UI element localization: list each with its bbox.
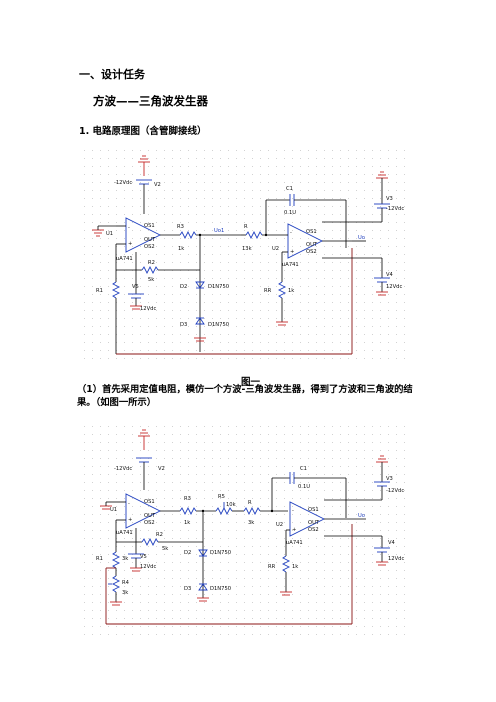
- net-uo: Uo: [358, 235, 365, 241]
- v3-value: -12Vdc: [386, 206, 404, 212]
- svg-text:-: -: [290, 230, 292, 236]
- r4-value: 3k: [122, 590, 128, 596]
- c1-label: C1: [286, 186, 293, 192]
- rr-label: RR: [264, 288, 272, 294]
- r5-value: 10k: [226, 502, 236, 508]
- u1-opamp-symbol-2: [125, 493, 162, 529]
- svg-text:OUT: OUT: [144, 513, 156, 519]
- v2-source-symbol: [136, 155, 152, 214]
- r1-label-2: R1: [96, 556, 103, 562]
- svg-text:OS2: OS2: [306, 249, 317, 255]
- description-paragraph: （1）首先采用定值电阻，模仿一个方波-三角波发生器，得到了方波和三角波的结果。（…: [77, 384, 413, 408]
- circuit-section-title: 1. 电路原理图（含管脚接线）: [79, 126, 207, 137]
- d2-label-2: D2: [184, 550, 191, 556]
- section-heading: 一、设计任务: [79, 68, 145, 81]
- u1-part: uA741: [116, 256, 133, 262]
- svg-text:OS1: OS1: [144, 223, 155, 229]
- r1-value-2: 3k: [122, 556, 128, 562]
- schematic-figure-2: -12Vdc V2 - + U1 uA741 OS1 OUT OS2 R3 1k…: [80, 422, 412, 636]
- r1-label: R1: [96, 288, 103, 294]
- v4-value-2: 12Vdc: [388, 556, 404, 562]
- r-label: R: [244, 224, 248, 230]
- u1-label: U1: [106, 231, 113, 237]
- rr-value-2: 1k: [292, 564, 298, 570]
- v5-value: 12Vdc: [140, 306, 156, 312]
- r3-label: R3: [177, 224, 184, 230]
- d2-value-2: D1N750: [210, 550, 231, 556]
- svg-text:OUT: OUT: [144, 237, 156, 243]
- u2-part-2: uA741: [286, 540, 303, 546]
- svg-text:OS2: OS2: [308, 527, 319, 533]
- r2-value: 5k: [148, 277, 154, 283]
- document-subtitle: 方波——三角波发生器: [93, 94, 208, 108]
- v2-value-2: -12Vdc: [114, 466, 132, 472]
- r3-value: 1k: [178, 246, 184, 252]
- svg-text:-: -: [128, 225, 130, 231]
- r-value-2: 3k: [248, 520, 254, 526]
- d2-value: D1N750: [208, 284, 229, 290]
- svg-text:-: -: [292, 508, 294, 514]
- svg-text:OUT: OUT: [306, 242, 318, 248]
- c1-value-2: 0.1U: [298, 484, 310, 490]
- r3-label-2: R3: [184, 496, 191, 502]
- svg-text:OUT: OUT: [308, 520, 320, 526]
- r2-label: R2: [148, 260, 155, 266]
- u1-part-2: uA741: [116, 530, 133, 536]
- r4-label: R4: [122, 580, 130, 586]
- v3-value-2: -12Vdc: [386, 488, 404, 494]
- svg-text:+: +: [290, 249, 294, 255]
- v5-label: V5: [132, 284, 139, 290]
- v3-label: V3: [386, 196, 393, 202]
- d3-label-2: D3: [184, 586, 191, 592]
- u2-part: uA741: [282, 262, 299, 268]
- v5-label-2: V5: [140, 554, 147, 560]
- rr-value: 1k: [288, 288, 294, 294]
- c1-value: 0.1U: [284, 210, 296, 216]
- r-label-2: R: [248, 500, 252, 506]
- svg-text:OS1: OS1: [306, 229, 317, 235]
- d3-value-2: D1N750: [210, 586, 231, 592]
- figure-caption: 图一: [241, 377, 261, 388]
- r2-value-2: 5k: [162, 546, 168, 552]
- u2-label-2: U2: [276, 522, 283, 528]
- schematic-figure-1: -12Vdc V2 - + U1 uA741 OS1 OUT OS2 R3 1k…: [80, 146, 412, 366]
- svg-text:OS1: OS1: [144, 499, 155, 505]
- r2-label-2: R2: [156, 532, 163, 538]
- d2-label: D2: [180, 284, 187, 290]
- c1-label-2: C1: [300, 466, 307, 472]
- v2-value: -12Vdc: [114, 180, 132, 186]
- u2-opamp-symbol-2: [289, 501, 326, 537]
- v2-label: V2: [154, 182, 161, 188]
- svg-text:+: +: [292, 527, 296, 533]
- svg-text:OS2: OS2: [144, 244, 155, 250]
- svg-text:+: +: [128, 241, 132, 247]
- r3-value-2: 1k: [184, 520, 190, 526]
- d3-label: D3: [180, 322, 187, 328]
- v4-value: 12Vdc: [386, 284, 402, 290]
- svg-text:OS2: OS2: [144, 520, 155, 526]
- u2-opamp-symbol: [287, 223, 324, 259]
- svg-text:OS1: OS1: [308, 507, 319, 513]
- v2-label-2: V2: [158, 466, 165, 472]
- v4-label: V4: [386, 272, 394, 278]
- rr-label-2: RR: [268, 564, 276, 570]
- u1-opamp-symbol: [125, 217, 162, 253]
- v4-label-2: V4: [388, 540, 396, 546]
- net-uo1: Uo1: [214, 228, 224, 234]
- v5-value-2: 12Vdc: [140, 564, 156, 570]
- net-uo-2: Uo: [358, 513, 365, 519]
- d3-value: D1N750: [208, 322, 229, 328]
- r5-label: R5: [218, 494, 225, 500]
- svg-text:+: +: [128, 517, 132, 523]
- u1-label-2: U1: [110, 507, 117, 513]
- r-value: 13k: [242, 246, 252, 252]
- u2-label: U2: [272, 246, 279, 252]
- v3-label-2: V3: [386, 476, 393, 482]
- svg-text:-: -: [128, 501, 130, 507]
